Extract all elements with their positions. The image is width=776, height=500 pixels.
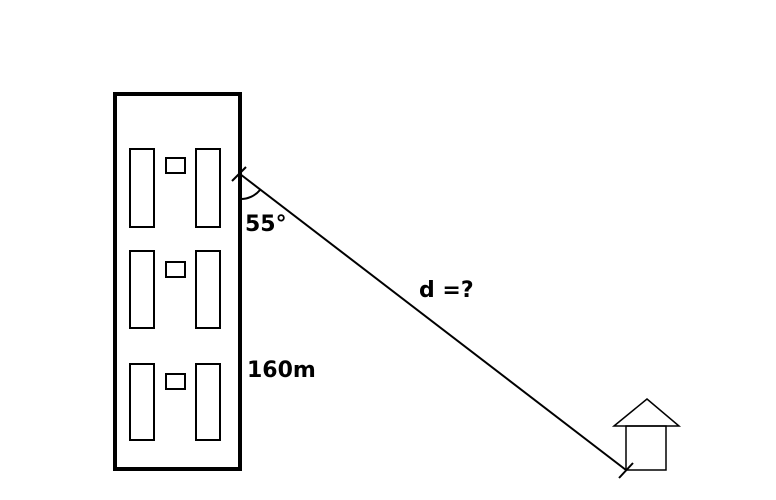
house: [611, 398, 682, 471]
window: [195, 148, 221, 228]
distance-label: d =?: [419, 278, 474, 303]
window: [129, 148, 155, 228]
window-small: [165, 261, 186, 278]
height-label: 160m: [247, 358, 316, 383]
house-body: [625, 425, 667, 471]
window: [129, 363, 155, 441]
window: [195, 250, 221, 329]
window-small: [165, 373, 186, 390]
angle-arc: [239, 189, 261, 201]
window: [129, 250, 155, 329]
sight-line: [239, 173, 627, 471]
window-small: [165, 157, 186, 174]
building: [113, 92, 242, 471]
window: [195, 363, 221, 441]
tick-mark-top: [231, 166, 247, 182]
angle-label: 55°: [245, 212, 287, 237]
building-outline: [113, 92, 242, 471]
house-roof: [611, 398, 682, 427]
